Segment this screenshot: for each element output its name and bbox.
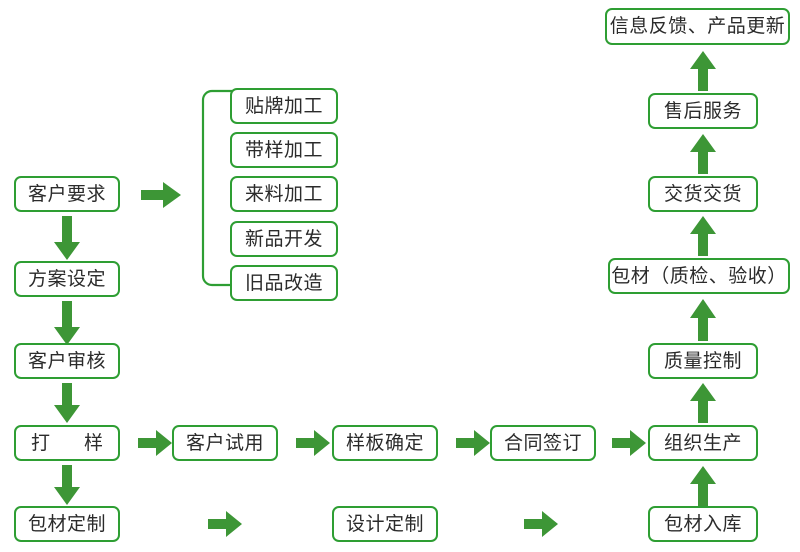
arrow-right-contract-to-production [612,430,646,456]
node-sampling-label-2: 样 [84,431,104,454]
node-customer-trial[interactable]: 客户试用 [172,425,278,461]
bracket-processing-options [200,88,234,288]
arrow-up-after-sales-to-feedback [690,51,716,91]
node-sampling-label-1: 打 [30,431,50,454]
node-old-product-remake[interactable]: 旧品改造 [230,265,338,301]
node-packaging-storage[interactable]: 包材入库 [648,506,758,542]
node-delivery[interactable]: 交货交货 [648,176,758,212]
node-organize-production[interactable]: 组织生产 [648,425,758,461]
arrow-up-inspection-to-delivery [690,216,716,256]
arrow-right-sample-confirm-to-contract [456,430,490,456]
arrow-up-delivery-to-after-sales [690,134,716,174]
node-after-sales[interactable]: 售后服务 [648,93,758,129]
arrow-up-quality-to-packaging-inspection [690,299,716,341]
node-plan-setting[interactable]: 方案设定 [14,261,120,297]
node-feedback-update[interactable]: 信息反馈、产品更新 [605,8,790,45]
arrow-right-packaging-custom-to-design [208,511,242,537]
node-quality-control[interactable]: 质量控制 [648,343,758,379]
node-new-product-dev[interactable]: 新品开发 [230,221,338,257]
node-customer-review[interactable]: 客户审核 [14,343,120,379]
arrow-right-design-to-packaging-storage [524,511,558,537]
node-sample-processing[interactable]: 带样加工 [230,132,338,168]
node-customer-requirement[interactable]: 客户要求 [14,176,120,212]
node-sample-confirm[interactable]: 样板确定 [332,425,438,461]
arrow-down-requirement-to-plan [54,216,80,260]
node-contract-signing[interactable]: 合同签订 [490,425,596,461]
node-design-custom[interactable]: 设计定制 [332,506,438,542]
arrow-down-sampling-to-packaging-custom [54,465,80,505]
node-material-processing[interactable]: 来料加工 [230,176,338,212]
node-packaging-custom[interactable]: 包材定制 [14,506,120,542]
arrow-up-production-to-quality [690,383,716,423]
node-sampling[interactable]: 打样 [14,425,120,461]
arrow-right-sampling-to-trial [138,430,172,456]
node-oem-processing[interactable]: 贴牌加工 [230,88,338,124]
arrow-down-plan-to-review [54,301,80,345]
arrow-up-storage-to-production [690,466,716,506]
node-packaging-inspection[interactable]: 包材（质检、验收） [608,258,790,294]
arrow-right-trial-to-sample-confirm [296,430,330,456]
arrow-down-review-to-sampling [54,383,80,423]
arrow-right-to-processing-options [141,182,181,208]
